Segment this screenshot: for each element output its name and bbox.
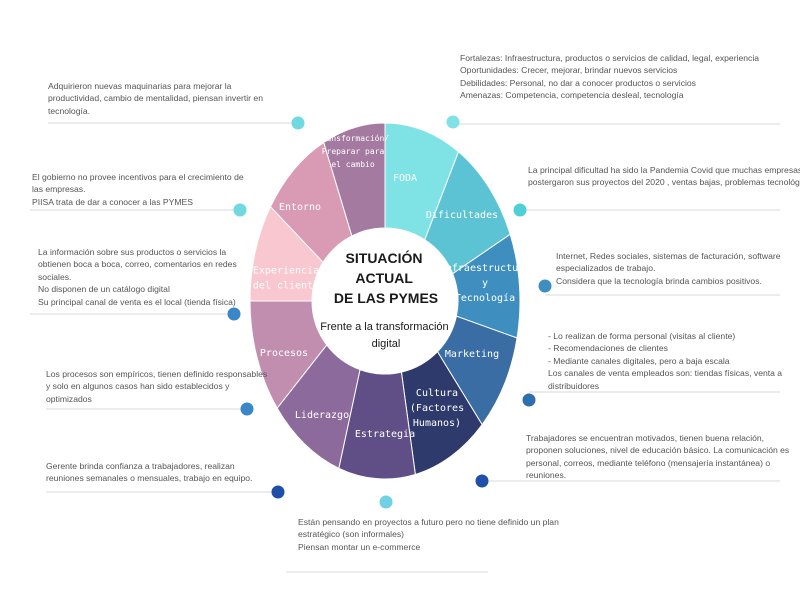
segment-label-experiencia: Experiencia del cliente <box>253 266 319 292</box>
note-line: Internet, Redes sociales, sistemas de fa… <box>556 251 781 261</box>
note-liderazgo: Gerente brinda confianza a trabajadores,… <box>46 460 252 485</box>
segment-label-line: Liderazgo <box>295 410 349 421</box>
note-line: La principal dificultad ha sido la Pande… <box>528 165 800 175</box>
note-line: las empresas. <box>32 184 86 195</box>
segment-label-transformacion: Transformación/Preparar para el cambio <box>317 133 389 169</box>
segment-label-dificultades: Dificultades <box>426 210 498 221</box>
center-subtitle-line-2: digital <box>372 338 401 350</box>
segment-label-liderazgo: Liderazgo <box>295 410 349 421</box>
segment-label-line: el cambio <box>331 160 375 169</box>
note-line: postergaron sus proyectos del 2020 , ven… <box>528 177 800 188</box>
center-title-line-3: DE LAS PYMES <box>334 290 438 306</box>
note-entorno: El gobierno no provee incentivos para el… <box>32 171 244 208</box>
note-line: proponen soluciones, nivel de educación … <box>526 445 790 456</box>
segment-label-line: y <box>482 278 488 289</box>
note-procesos: Los procesos son empíricos, tienen defin… <box>46 368 267 405</box>
connector-dot-cultura <box>475 474 489 488</box>
connector-dot-foda <box>446 115 460 129</box>
connector-dot-infraestructura <box>538 279 552 293</box>
segment-label-line: Transformación/ <box>317 133 389 143</box>
segment-label-estrategia: Estrategia <box>355 429 415 440</box>
note-line: Trabajadores se encuentran motivados, ti… <box>526 433 765 443</box>
note-line: Están pensando en proyectos a futuro per… <box>298 517 559 527</box>
note-line: Adquirieron nuevas maquinarias para mejo… <box>48 81 232 91</box>
note-line: especializados de trabajo. <box>556 263 656 274</box>
connector-dot-marketing <box>522 393 536 407</box>
segment-label-foda: FODA <box>393 173 417 184</box>
connector-dot-experiencia <box>227 307 241 321</box>
note-line: La información sobre sus productos o ser… <box>38 247 227 257</box>
segment-label-line: Procesos <box>260 348 308 359</box>
segment-label-line: Dificultades <box>426 210 498 221</box>
note-foda: Fortalezas: Infraestructura, productos o… <box>460 52 759 102</box>
note-line: personal, correos, mediante teléfono (me… <box>526 457 771 468</box>
segment-label-line: Experiencia <box>253 266 319 277</box>
segment-label-line: Tecnología <box>455 292 515 304</box>
connector-dot-dificultades <box>513 203 527 217</box>
note-cultura: Trabajadores se encuentran motivados, ti… <box>526 432 789 482</box>
note-line: obtienen boca a boca, correo, comentario… <box>38 259 237 270</box>
note-line: productividad, cambio de mentalidad, pie… <box>48 93 263 104</box>
segment-label-line: del cliente <box>253 281 319 292</box>
note-line: reuniones semanales o mensuales, trabajo… <box>46 473 253 484</box>
segment-label-procesos: Procesos <box>260 348 308 359</box>
note-line: El gobierno no provee incentivos para el… <box>32 172 244 182</box>
segment-label-line: (Factores <box>410 403 464 414</box>
note-line: Gerente brinda confianza a trabajadores,… <box>46 461 235 471</box>
segment-label-line: Cultura <box>416 388 458 399</box>
note-line: Los canales de venta empleados son: tien… <box>548 368 783 379</box>
segment-label-marketing: Marketing <box>445 349 499 360</box>
note-line: reuniones. <box>526 470 567 481</box>
note-line: Amenazas: Competencia, competencia desle… <box>460 90 684 101</box>
segment-label-line: Estrategia <box>355 429 415 440</box>
center-title-line-2: ACTUAL <box>355 270 413 286</box>
note-line: sociales. <box>38 271 72 282</box>
svg-text:Frente a la transformación: Frente a la transformación digital <box>320 321 451 350</box>
segment-label-line: Humanos) <box>413 418 461 429</box>
note-line: - Lo realizan de forma personal (visitas… <box>548 331 736 341</box>
segment-label-line: Entorno <box>279 202 321 213</box>
note-line: Fortalezas: Infraestructura, productos o… <box>460 53 760 63</box>
note-line: estratégico (son informales) <box>298 529 405 540</box>
note-line: No disponen de un catálogo digital <box>38 284 170 295</box>
note-experiencia: La información sobre sus productos o ser… <box>38 246 237 308</box>
connector-dot-estrategia <box>379 495 393 509</box>
note-line: PIISA trata de dar a conocer a las PYMES <box>32 196 193 207</box>
note-transformacion: Adquirieron nuevas maquinarias para mejo… <box>48 80 263 117</box>
note-line: Oportunidades: Crecer, mejorar, brindar … <box>460 65 678 76</box>
center-circle <box>312 228 458 374</box>
segment-label-line: Infraestructura <box>440 263 530 274</box>
note-line: - Recomendaciones de clientes <box>548 343 668 354</box>
note-marketing: - Lo realizan de forma personal (visitas… <box>548 330 782 392</box>
note-line: y solo en algunos casos han sido estable… <box>46 381 230 392</box>
connector-dot-procesos <box>240 402 254 416</box>
segment-label-line: Marketing <box>445 349 499 360</box>
note-line: Su principal canal de venta es el local … <box>38 296 236 307</box>
note-dificultades: La principal dificultad ha sido la Pande… <box>528 164 800 189</box>
segment-label-line: FODA <box>393 173 417 184</box>
note-line: - Mediante canales digitales, pero a baj… <box>548 355 730 366</box>
note-line: optimizados <box>46 393 92 404</box>
connector-dot-transformacion <box>291 116 305 130</box>
svg-text:SITUACIÓN ACTUAL DE LA: SITUACIÓN ACTUAL DE LAS PYMES <box>334 249 438 306</box>
note-infraestructura: Internet, Redes sociales, sistemas de fa… <box>556 250 781 287</box>
connector-dot-liderazgo <box>271 485 285 499</box>
note-line: distribuidores <box>548 380 600 391</box>
note-line: Debilidades: Personal, no dar a conocer … <box>460 77 696 88</box>
note-line: Los procesos son empíricos, tienen defin… <box>46 369 268 379</box>
segment-label-line: Preparar para <box>322 147 385 156</box>
segment-label-entorno: Entorno <box>279 202 321 213</box>
note-line: Considera que la tecnología brinda cambi… <box>556 275 762 286</box>
note-estrategia: Están pensando en proyectos a futuro per… <box>298 516 559 553</box>
note-line: tecnología. <box>48 105 91 116</box>
note-line: Piensan montar un e-commerce <box>298 541 421 552</box>
center-subtitle-line-1: Frente a la transformación <box>320 321 448 333</box>
center-title-line-1: SITUACIÓN <box>346 249 423 266</box>
connector-dot-entorno <box>233 203 247 217</box>
